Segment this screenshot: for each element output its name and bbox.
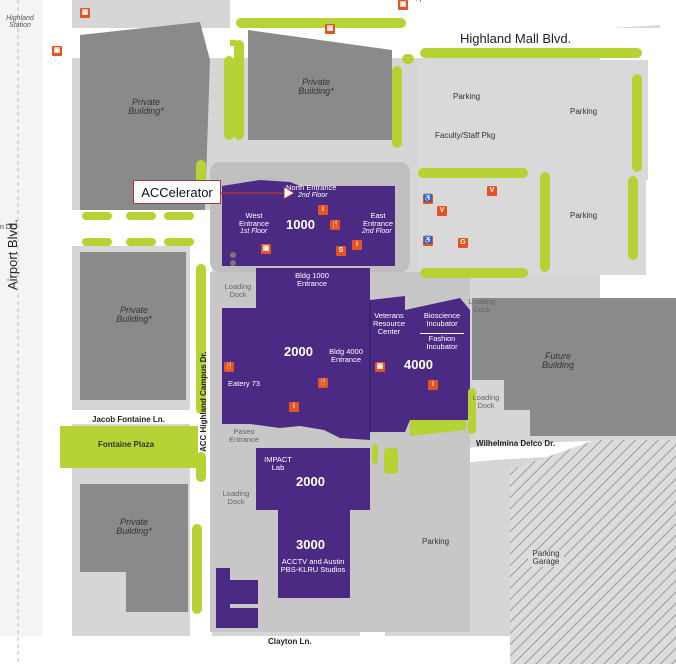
dining-icon: 🍴 bbox=[330, 220, 340, 230]
road-top-fragment: Jo bbox=[416, 0, 423, 2]
loading-dock-label-4: Loading Dock bbox=[222, 489, 250, 506]
info-icon: i bbox=[318, 205, 328, 215]
info-icon: i bbox=[428, 380, 438, 390]
accessible-parking-icon: ♿ bbox=[423, 236, 433, 246]
bldg-4000-entrance-label: Bldg 4000 Entrance bbox=[329, 347, 363, 364]
guest-parking-icon: G bbox=[458, 238, 468, 248]
future-building-label: Future Building bbox=[541, 351, 575, 371]
bus-icon: ▣ bbox=[375, 362, 385, 372]
info-icon: i bbox=[352, 240, 362, 250]
bus-icon: ▣ bbox=[398, 0, 408, 10]
road-fragment-label: n Dr. bbox=[0, 224, 15, 231]
building-2000-number: 2000 bbox=[284, 344, 313, 359]
private-building-label-4: Private Building* bbox=[116, 517, 152, 537]
bioscience-incubator-label: Bioscience Incubator bbox=[423, 311, 461, 328]
parking-label-1: Parking bbox=[453, 92, 481, 101]
dining-icon: 🍴 bbox=[224, 362, 234, 372]
visitor-parking-icon: V bbox=[437, 206, 447, 216]
accessible-parking-icon: ♿ bbox=[423, 194, 433, 204]
accelerator-callout: ACCelerator bbox=[133, 180, 221, 204]
west-entrance-floor: 1st Floor bbox=[240, 228, 268, 235]
bus-icon: ▣ bbox=[261, 244, 271, 254]
building-4000-number: 4000 bbox=[404, 357, 433, 372]
parking-label-4: Parking bbox=[422, 537, 450, 546]
s-icon: S bbox=[336, 246, 346, 256]
loading-dock-label-2: Loading Dock bbox=[468, 297, 496, 314]
building-1000-number: 1000 bbox=[286, 217, 315, 232]
private-building-label-3: Private Building* bbox=[116, 305, 152, 325]
west-entrance-label: West Entrance bbox=[238, 211, 270, 228]
eatery-73-label: Eatery 73 bbox=[228, 379, 261, 388]
fontaine-plaza-label: Fontaine Plaza bbox=[98, 440, 155, 449]
loading-dock-label-3: Loading Dock bbox=[472, 393, 500, 410]
bus-icon: ▣ bbox=[52, 46, 62, 56]
faculty-staff-parking-label: Faculty/Staff Pkg bbox=[435, 131, 496, 140]
road-campus-dr: ACC Highland Campus Dr. bbox=[199, 351, 208, 452]
impact-lab-label: IMPACT Lab bbox=[264, 455, 292, 472]
parking-garage-label: Parking Garage bbox=[528, 549, 564, 567]
loading-dock-label-1: Loading Dock bbox=[224, 282, 252, 299]
info-icon: i bbox=[289, 402, 299, 412]
veterans-center-label: Veterans Resource Center bbox=[372, 311, 406, 336]
road-clayton: Clayton Ln. bbox=[268, 637, 312, 646]
road-jacob-fontaine: Jacob Fontaine Ln. bbox=[92, 415, 165, 424]
private-building-label-2: Private Building* bbox=[298, 77, 334, 97]
road-wilhelmina: Wilhelmina Delco Dr. bbox=[476, 439, 556, 448]
visitor-parking-icon: V bbox=[487, 186, 497, 196]
north-entrance-floor: 2nd Floor bbox=[298, 192, 328, 199]
building-2000-south-number: 2000 bbox=[296, 474, 325, 489]
north-entrance-label: North Entrance bbox=[286, 183, 337, 192]
building-3000-number: 3000 bbox=[296, 537, 325, 552]
dining-icon: 🍴 bbox=[318, 378, 328, 388]
private-building-label-1: Private Building* bbox=[128, 97, 164, 117]
bldg-1000-entrance-label: Bldg 1000 Entrance bbox=[295, 271, 329, 288]
bus-icon: ▣ bbox=[325, 24, 335, 34]
paseo-entrance-label: Paseo Entrance bbox=[228, 427, 260, 444]
east-entrance-floor: 2nd Floor bbox=[362, 228, 392, 235]
bus-icon: ▣ bbox=[80, 8, 90, 18]
highland-station-label: Highland Station bbox=[6, 15, 34, 30]
parking-label-2: Parking bbox=[570, 107, 598, 116]
east-entrance-label: East Entrance bbox=[362, 211, 394, 228]
acctv-studios-label: ACCTV and Austin PBS-KLRU Studios bbox=[280, 557, 346, 574]
parking-label-3: Parking bbox=[570, 211, 598, 220]
fashion-incubator-label: Fashion Incubator bbox=[420, 333, 464, 351]
road-highland-mall: Highland Mall Blvd. bbox=[460, 31, 572, 46]
